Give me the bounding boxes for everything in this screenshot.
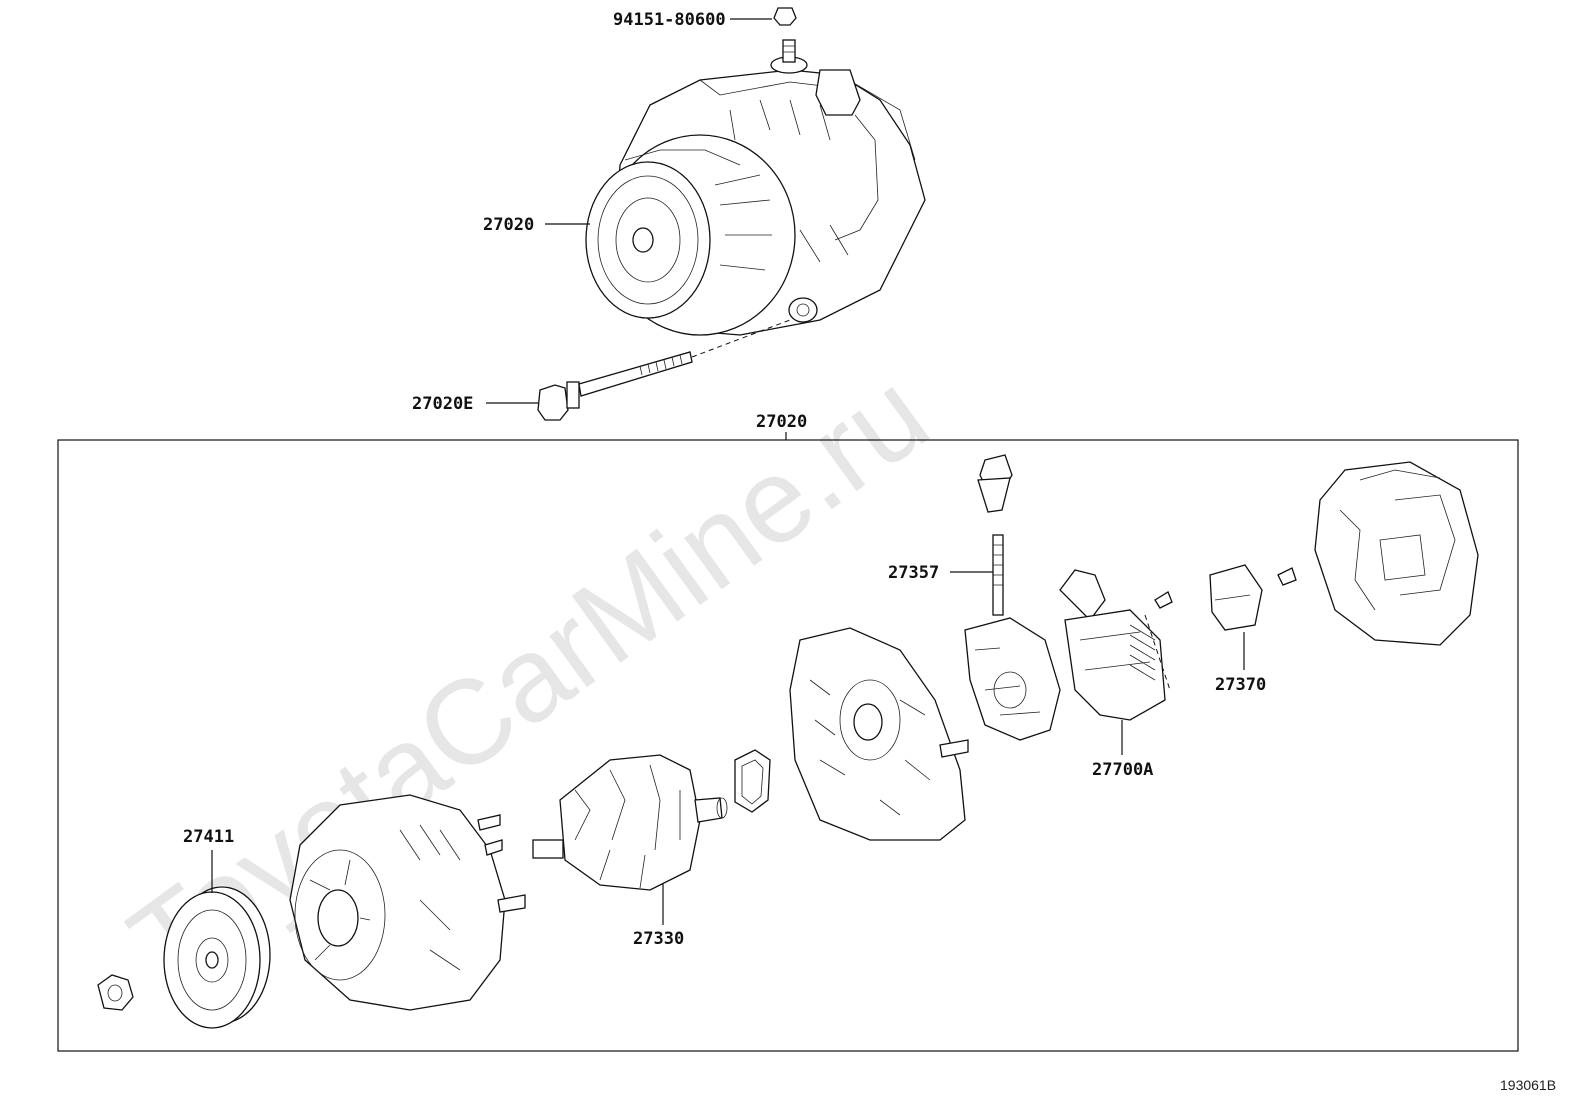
label-94151-80600: 94151-80600 [613,10,726,30]
regulator [1059,569,1173,721]
pulley [163,886,271,1029]
label-frame-27020: 27020 [756,412,807,432]
alternator-assembly [585,7,926,336]
rear-end-cover [1314,461,1479,646]
label-27370: 27370 [1215,675,1266,695]
label-27330: 27330 [633,929,684,949]
rectifier [964,617,1061,741]
gasket-ring [734,749,771,813]
drive-end-frame [289,794,526,1011]
figure-reference: 193061B [1500,1077,1556,1093]
rotor [532,754,728,891]
label-27020e: 27020E [412,394,473,414]
exploded-view-frame [57,439,1519,1052]
label-27700a: 27700A [1092,760,1153,780]
label-27357: 27357 [888,563,939,583]
label-27411: 27411 [183,827,234,847]
terminal-insulator [977,454,1013,616]
brush-holder [1209,564,1297,631]
label-27020-assy: 27020 [483,215,534,235]
rectifier-end-frame [789,627,969,841]
through-bolt [537,319,791,421]
nut [97,974,134,1011]
